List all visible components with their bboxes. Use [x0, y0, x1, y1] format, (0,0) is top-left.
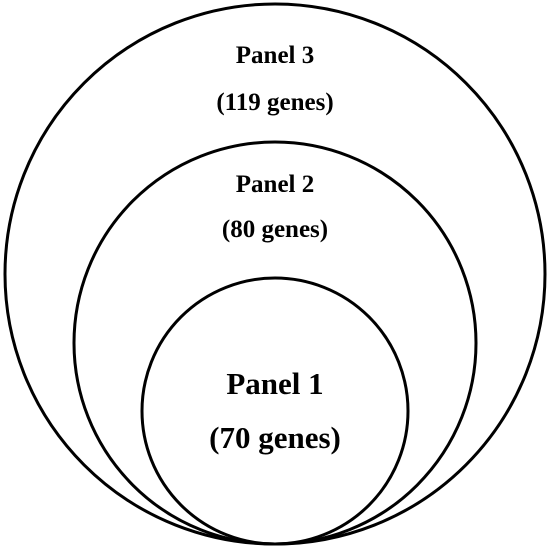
panel-2-name: Panel 2: [236, 171, 314, 198]
panel-1-circle: [140, 276, 410, 546]
panel-1-count: (70 genes): [209, 420, 341, 455]
panel-3-count: (119 genes): [216, 89, 333, 116]
panel-2-count: (80 genes): [222, 216, 328, 243]
panel-2-circle: [72, 140, 478, 546]
panel-1-name: Panel 1: [226, 366, 323, 401]
panel-3-name: Panel 3: [236, 42, 314, 69]
